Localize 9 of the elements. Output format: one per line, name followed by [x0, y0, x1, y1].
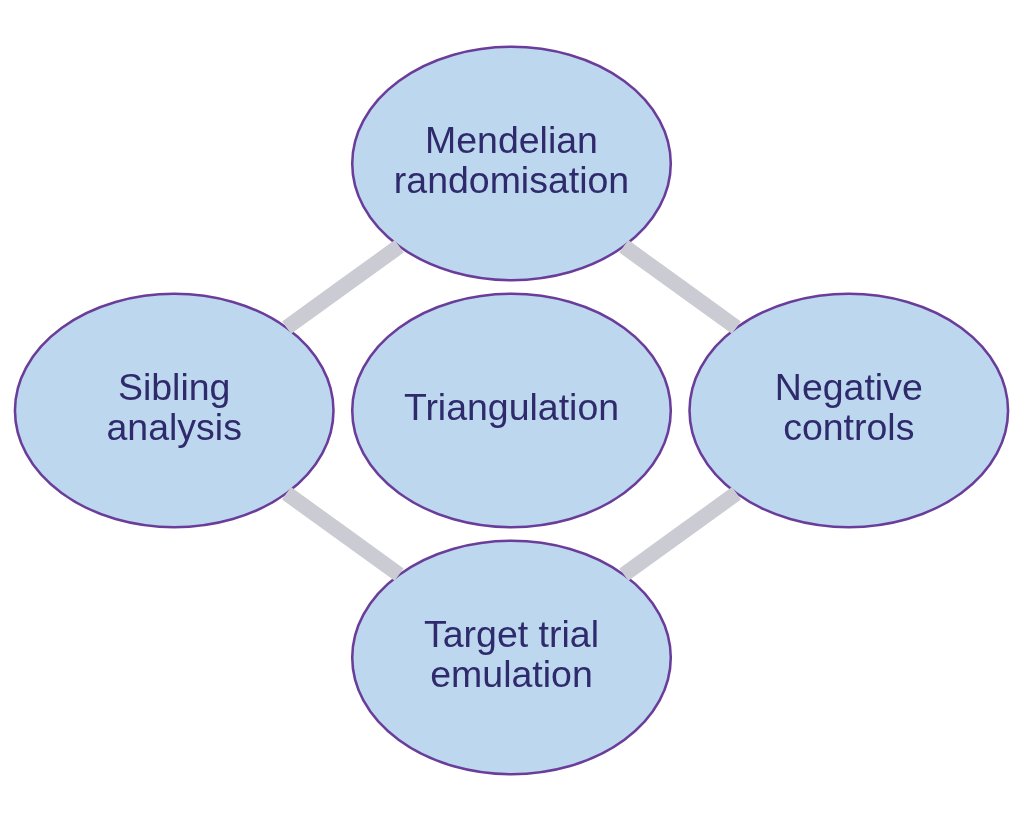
connector — [619, 487, 741, 581]
node-ellipse: Negative controls — [688, 292, 1010, 529]
node-ellipse: Sibling analysis — [13, 292, 335, 529]
connector — [282, 487, 404, 581]
node-ellipse: Mendelian randomisation — [350, 45, 673, 282]
node-ellipse: Target trial emulation — [350, 539, 673, 776]
node-ellipse: Triangulation — [350, 292, 673, 529]
connector — [619, 240, 741, 334]
connector — [282, 240, 404, 334]
